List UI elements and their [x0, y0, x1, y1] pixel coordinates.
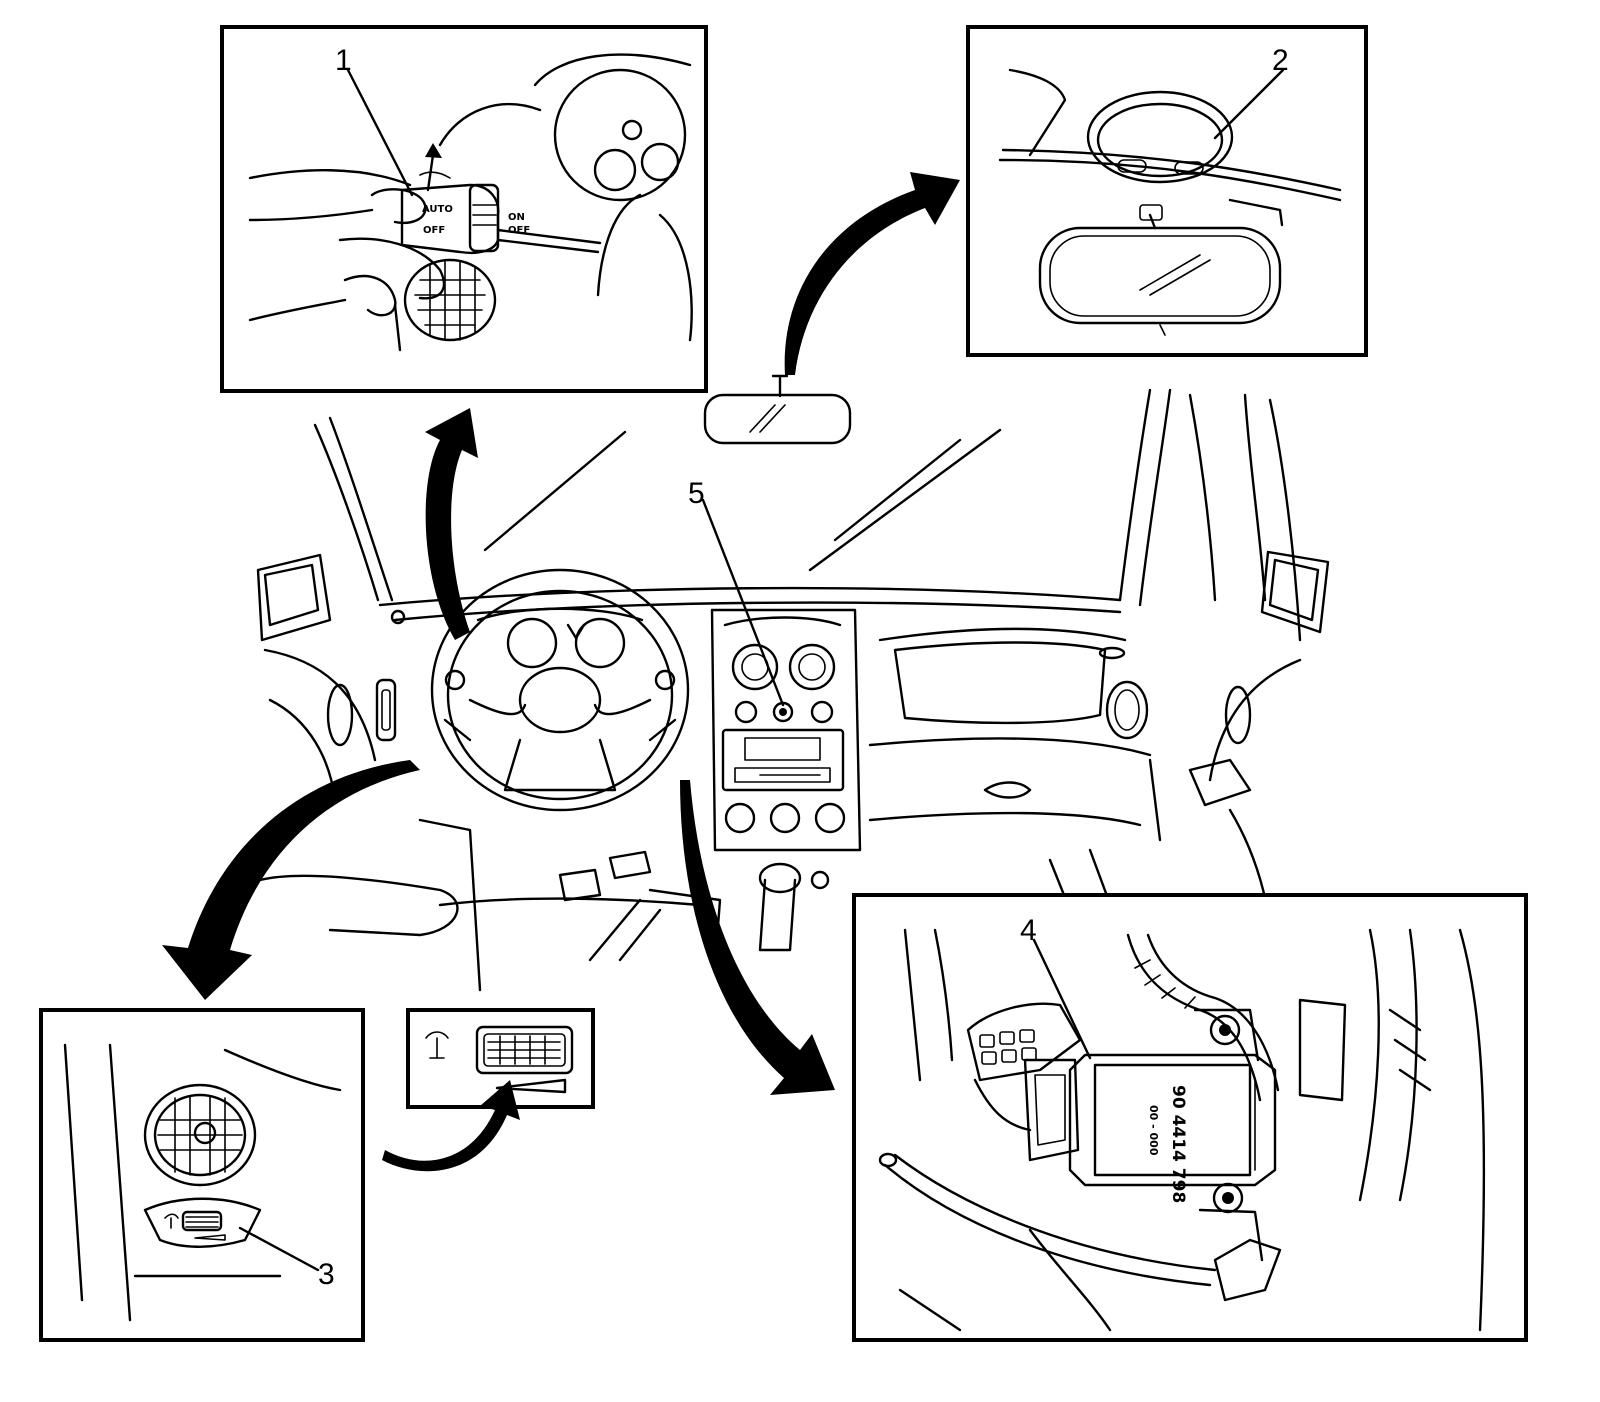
steering-wheel: [430, 568, 690, 812]
panel-control-module: 90 4414 798 00 - 000 4: [852, 893, 1528, 1342]
stalk-label-off: OFF: [423, 225, 445, 236]
temperature-icon: [640, 142, 680, 182]
panel-headlamp-switch: AUTO OFF ON OFF 1: [220, 25, 708, 393]
dash-vent: [143, 1083, 257, 1187]
leader-arrows: [162, 172, 960, 1172]
panel-sunload-sensor: 2: [966, 25, 1368, 357]
arrow-to-panel-2: [784, 172, 960, 375]
module-code: 00 - 000: [1147, 1105, 1160, 1156]
callout-5: 5: [688, 477, 705, 510]
arrow-to-panel-3: [162, 760, 420, 1000]
sunload-sensor: [1086, 90, 1234, 184]
lamp-icon: [419, 171, 451, 179]
lamp-icon: [425, 1031, 449, 1059]
callout-3: 3: [318, 1258, 335, 1291]
callout-4: 4: [1020, 914, 1037, 947]
callout-2: 2: [1272, 44, 1289, 77]
control-module: 90 4414 798 00 - 000: [1068, 1053, 1277, 1203]
arrow-to-panel-1: [425, 408, 478, 640]
stalk-label-on: ON: [508, 212, 525, 223]
module-part-number: 90 4414 798: [1168, 1085, 1188, 1203]
center-console: [710, 608, 862, 952]
arrow-to-sensor-closeup: [382, 1080, 520, 1172]
stalk-label-auto: AUTO: [422, 204, 453, 215]
vehicle-interior-view: [256, 388, 1330, 992]
lamp-icon: [164, 1213, 179, 1229]
panel-twilight-sensor-vent: 3: [39, 1008, 365, 1342]
ambient-light-sensor-bezel: [143, 1197, 262, 1248]
arrow-to-panel-4: [680, 780, 835, 1095]
rearview-mirror: [703, 374, 852, 445]
fuel-icon: [593, 148, 637, 192]
headlamp-switch-stalk: AUTO OFF ON OFF: [400, 171, 602, 254]
callout-1: 1: [335, 44, 352, 77]
stalk-label-off2: OFF: [508, 225, 530, 236]
